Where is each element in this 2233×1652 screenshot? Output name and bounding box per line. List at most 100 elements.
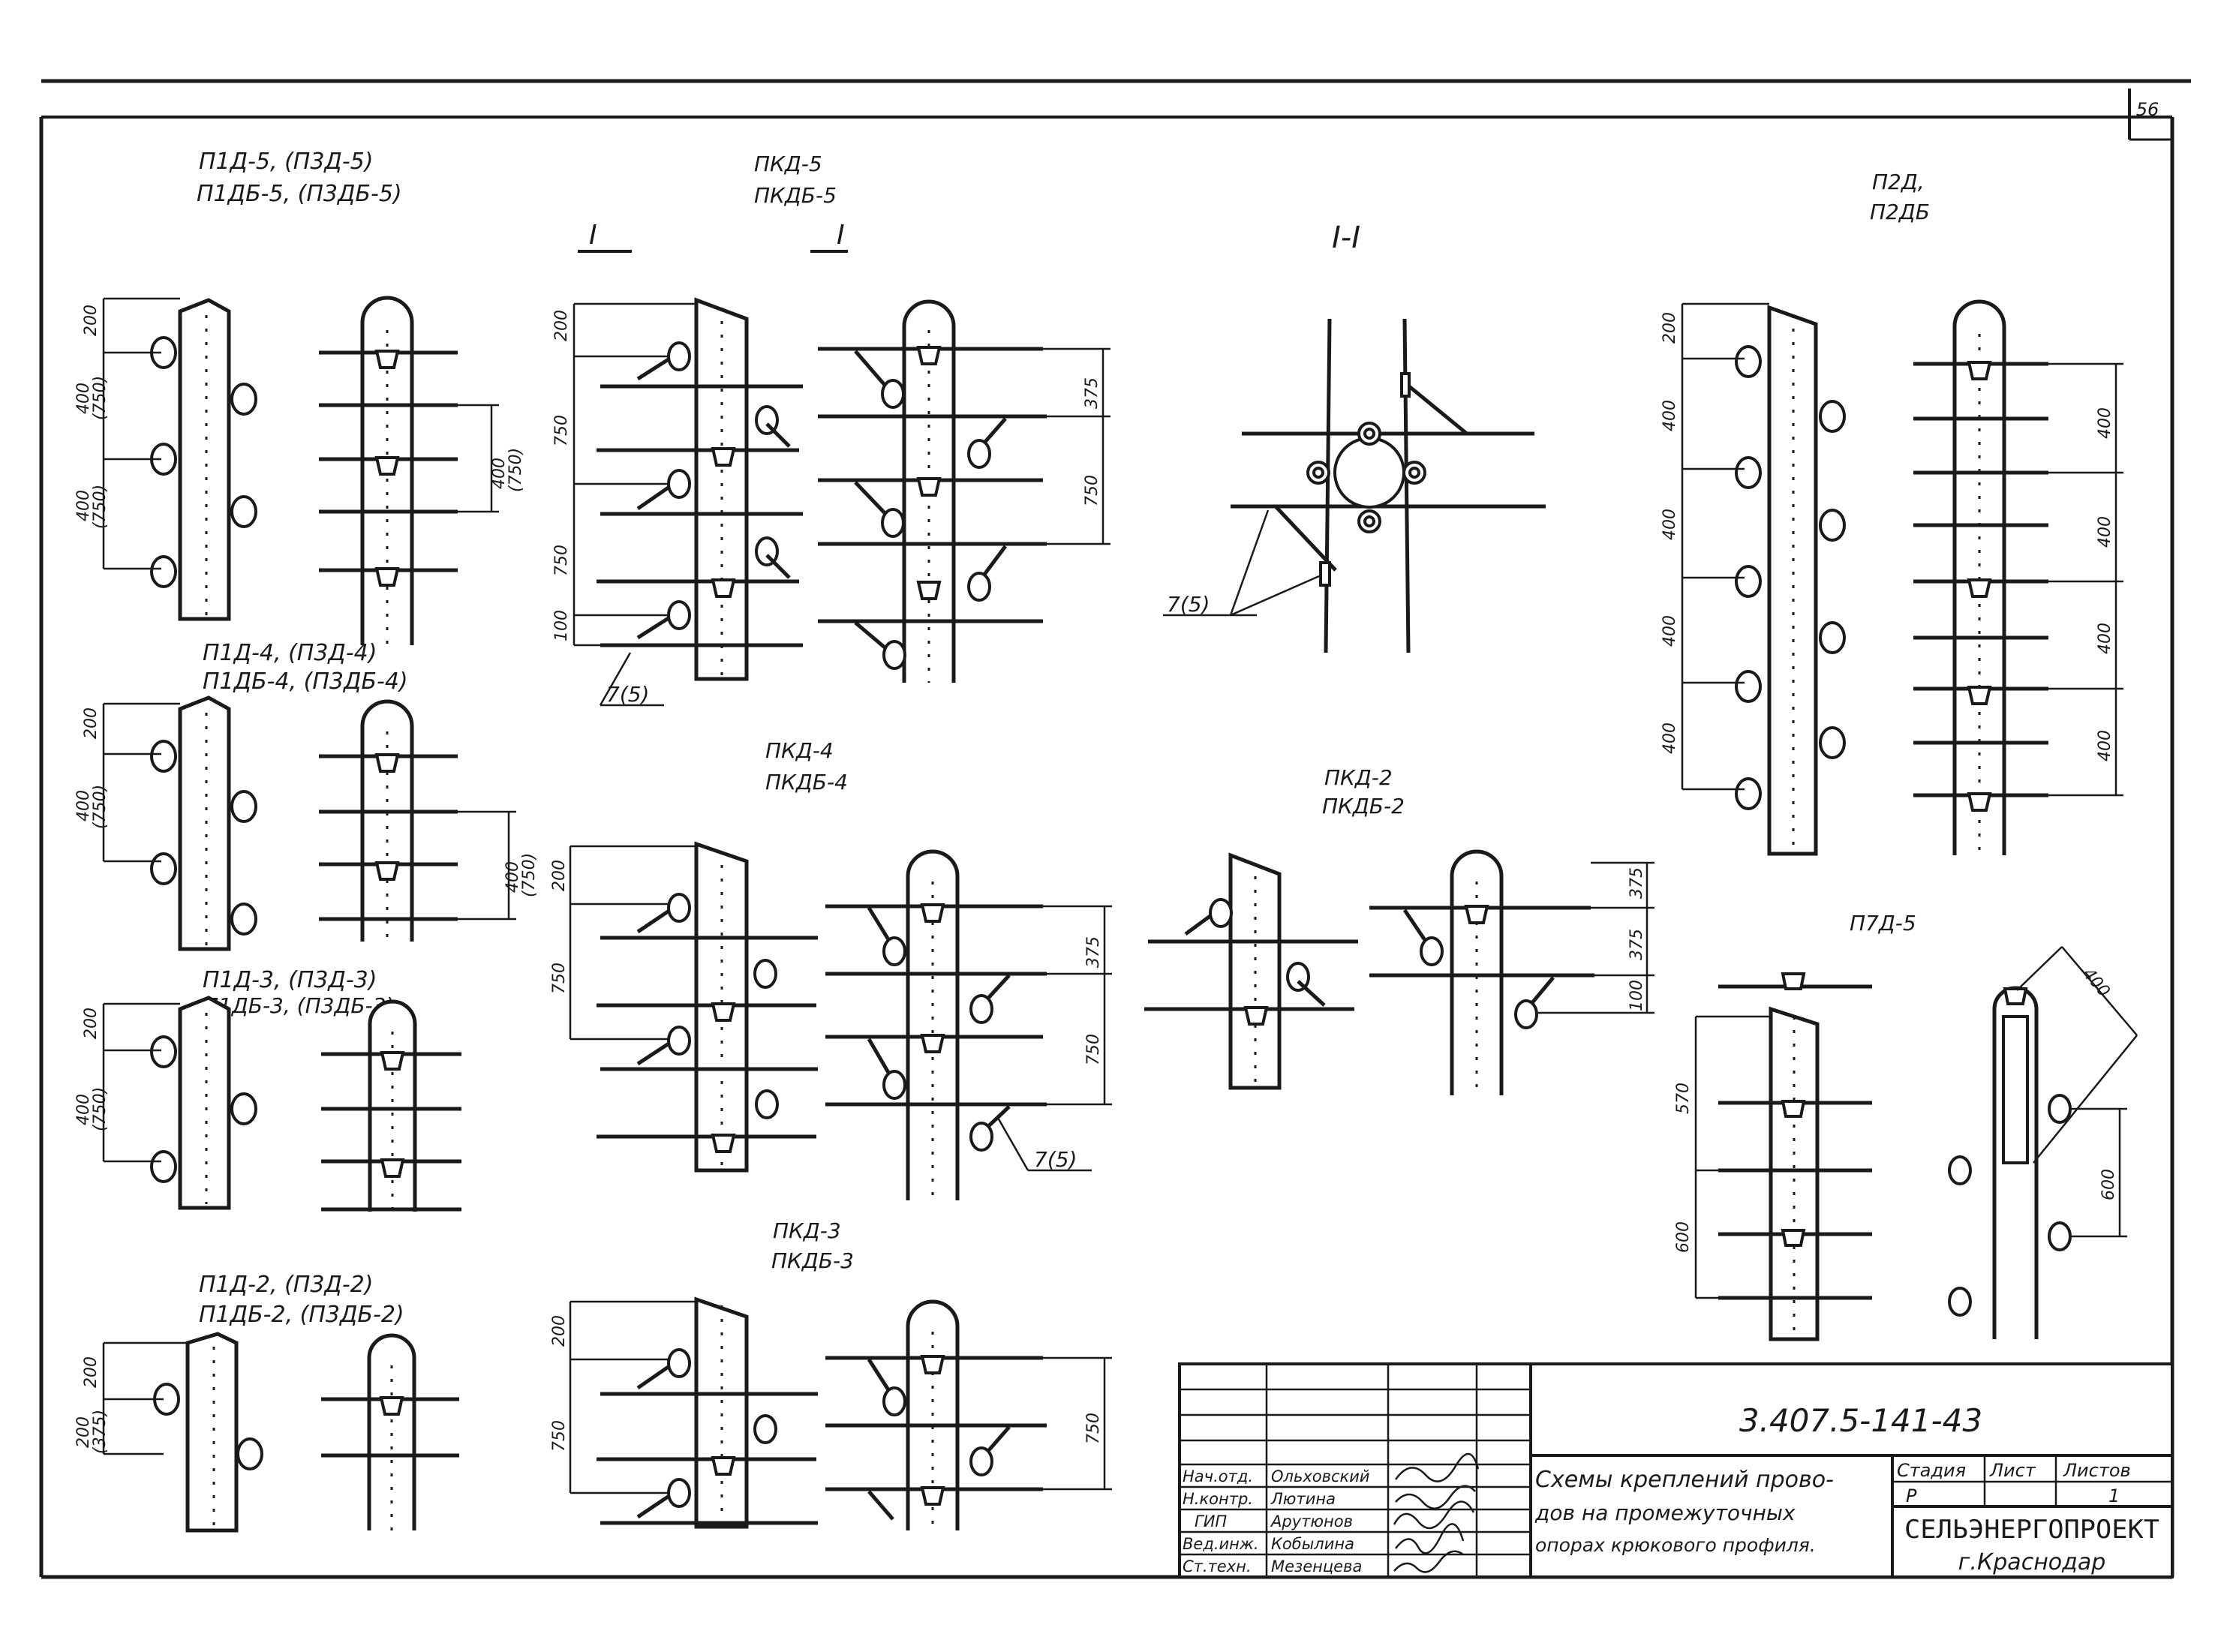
label-p1d5-line2: П1ДБ-5, (П3ДБ-5): [197, 181, 402, 207]
dim-p1d5-400-b: 400: [74, 490, 93, 521]
pole-front-pkd3: 750: [825, 1299, 1112, 1530]
signature-scribble: [1393, 1550, 1464, 1573]
signature-name: Лютина: [1270, 1490, 1336, 1508]
pole-front-p7d5: 400 600: [1948, 946, 2138, 1339]
dim-p7d5-front-600: 600: [2099, 1169, 2118, 1200]
sheets-header: Листов: [2063, 1460, 2131, 1481]
sheet-header: Лист: [1989, 1460, 2036, 1481]
section-title: I-I: [1332, 221, 1360, 255]
stage-header: Стадия: [1897, 1460, 1966, 1481]
dim-pkd4-200: 200: [550, 860, 569, 891]
label-pkd5-line2: ПКДБ-5: [754, 183, 837, 208]
pole-front-pkd4: 375 750 7(5): [825, 849, 1112, 1200]
dim-pkd5-front-750: 750: [1083, 475, 1101, 506]
dim-p7d5-front-400: 400: [2078, 965, 2113, 1001]
label-pkd5-line1: ПКД-5: [754, 152, 822, 176]
label-p1d4-line2: П1ДБ-4, (П3ДБ-4): [203, 668, 408, 695]
signature-rows: Нач.отд. Ольховский Н.контр. Лютина ГИП …: [1183, 1452, 1480, 1575]
dim-p1d2-375: (375): [91, 1410, 110, 1454]
label-p1d2-line1: П1Д-2, (П3Д-2): [199, 1272, 373, 1298]
dim-p1d2-200-b: 200: [74, 1416, 93, 1448]
dim-p1d5-200: 200: [82, 305, 101, 336]
sheets-value: 1: [2108, 1485, 2120, 1506]
label-p1d5-line1: П1Д-5, (П3Д-5): [199, 149, 373, 175]
signature-role: Вед.инж.: [1183, 1535, 1259, 1553]
dim-pkd5-front-375: 375: [1083, 377, 1101, 409]
dim-p7d5-570: 570: [1674, 1083, 1693, 1114]
dim-pkd2-375-b: 375: [1627, 929, 1646, 960]
dim-p2d-200: 200: [1660, 312, 1679, 344]
pole-front-p1d3: [321, 999, 461, 1212]
dim-pkd4-750: 750: [550, 963, 569, 994]
dim-pkd2-100: 100: [1627, 980, 1646, 1011]
label-p1d2: П1Д-2, (П3Д-2) П1ДБ-2, (П3ДБ-2): [199, 1272, 404, 1328]
dim-pkd2-375-a: 375: [1627, 867, 1646, 899]
title-line-3: опорах крюкового профиля.: [1535, 1534, 1816, 1556]
signature-role: ГИП: [1195, 1512, 1227, 1530]
dim-p1d2-200: 200: [82, 1356, 101, 1388]
pole-front-pkd5: 375 750: [818, 299, 1110, 683]
dim-p1d4-200: 200: [82, 707, 101, 739]
signature-scribble: [1395, 1523, 1465, 1554]
section-mark-left: I: [589, 220, 597, 251]
stage-value: Р: [1906, 1485, 1917, 1506]
signature-name: Мезенцева: [1271, 1557, 1362, 1575]
signature-scribble: [1394, 1452, 1480, 1482]
label-pkd4-line1: ПКД-4: [765, 738, 834, 763]
dim-p1d4-400: 400: [74, 790, 93, 821]
title-line-2: дов на промежуточных: [1534, 1500, 1796, 1525]
organization-name: СЕЛЬЭНЕРГОПРОЕКТ: [1904, 1515, 2159, 1545]
pole-side-pkd4: 200 750: [550, 841, 818, 1173]
signature-name: Кобылина: [1271, 1535, 1354, 1553]
callout-pkd4-front: 7(5): [1034, 1147, 1077, 1172]
callout-section: 7(5): [1167, 592, 1210, 617]
pole-side-p1d3: [150, 996, 257, 1210]
dim-p1d4-front-750: (750): [520, 853, 539, 897]
pole-front-pkd2: 375 375 100: [1369, 849, 1654, 1095]
label-pkd5: ПКД-5 ПКДБ-5 I I: [578, 152, 848, 253]
dim-pkd4-front-375: 375: [1084, 936, 1103, 968]
dim-p2d-400-c: 400: [1660, 615, 1679, 647]
dim-pkd5-750-b: 750: [552, 545, 571, 576]
dim-p2d-400-a: 400: [1660, 400, 1679, 431]
label-pkd2: ПКД-2 ПКДБ-2: [1322, 765, 1405, 818]
label-pkd4-line2: ПКДБ-4: [765, 770, 848, 794]
label-pkd3-line2: ПКДБ-3: [771, 1248, 854, 1273]
label-pkd3-line1: ПКД-3: [773, 1218, 841, 1243]
pole-side-pkd5: 200 750 750 100 7(5): [552, 297, 803, 707]
label-p7d5: П7Д-5: [1850, 911, 1916, 936]
title-block: [1178, 1362, 2174, 1578]
dim-pkd5-100: 100: [552, 610, 571, 641]
dim-pkd5-200: 200: [552, 310, 571, 341]
signature-role: Ст.техн.: [1183, 1557, 1252, 1575]
dim-p7d5-600: 600: [1674, 1221, 1693, 1253]
sheet-frame: [39, 79, 2191, 1579]
label-p1d3-line2: П1ДБ-3, (П3ДБ-3): [203, 993, 394, 1018]
pole-front-p1d5: 400 (750): [319, 296, 525, 645]
dim-pkd4-front-750: 750: [1084, 1034, 1103, 1065]
dim-p1d3-400: 400: [74, 1094, 93, 1125]
dim-p1d4-front-400: 400: [503, 861, 522, 893]
pole-front-p1d2: [321, 1333, 459, 1530]
dims-p1d4: 200 400 (750): [74, 702, 180, 863]
label-p1d3-line1: П1Д-3, (П3Д-3): [203, 967, 377, 993]
dim-p1d5-750-a: (750): [91, 376, 110, 420]
signature-name: Арутюнов: [1270, 1512, 1353, 1530]
dim-p1d5-750-b: (750): [91, 485, 110, 529]
dims-p1d5: 200 400 (750) 400 (750): [74, 297, 180, 570]
dim-p2d-front-400-d: 400: [2096, 730, 2114, 761]
section-detail: I-I 7(5): [1163, 221, 1546, 653]
label-p2d-line1: П2Д,: [1872, 170, 1925, 194]
crossarm-pkd5-4: [597, 554, 799, 598]
dim-p1d4-750: (750): [91, 785, 110, 829]
dims-p1d2: 200 200 (375): [74, 1341, 188, 1455]
stage-block: Стадия Лист Листов Р 1: [1897, 1460, 2131, 1506]
dim-pkd5-750-a: 750: [552, 415, 571, 446]
dim-p2d-front-400-b: 400: [2096, 516, 2114, 548]
crossarm-pkd5-1: [600, 341, 803, 435]
label-p2d-line2: П2ДБ: [1870, 200, 1930, 224]
label-p1d4: П1Д-4, (П3Д-4) П1ДБ-4, (П3ДБ-4): [203, 640, 408, 695]
dim-p1d3-200: 200: [82, 1008, 101, 1039]
label-p7d5-text: П7Д-5: [1850, 911, 1916, 936]
